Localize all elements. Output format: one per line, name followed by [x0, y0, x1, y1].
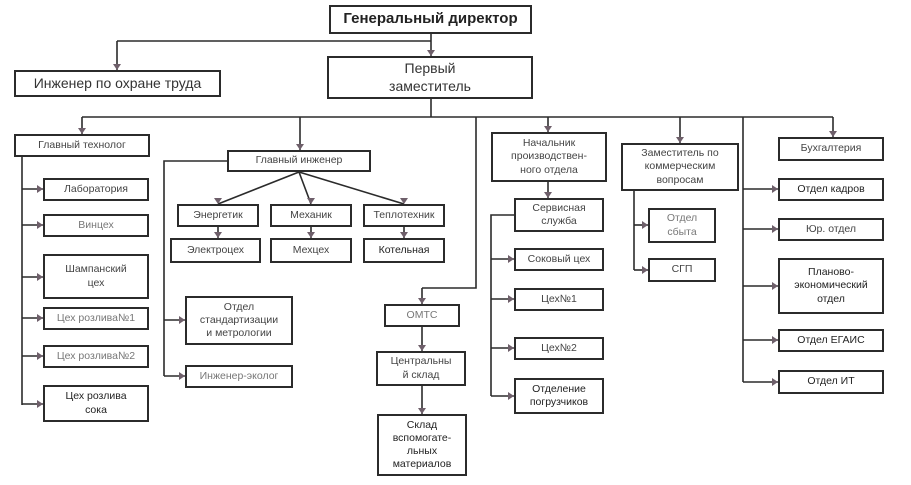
arrow-head-icon [676, 137, 684, 143]
org-box-sgp[interactable]: СГП [648, 258, 716, 282]
org-box-gl-tech[interactable]: Главный технолог [14, 134, 150, 157]
arrow-head-icon [214, 232, 222, 238]
org-box-standart[interactable]: Отдел стандартизации и метрологии [185, 296, 293, 345]
org-box-first-deputy[interactable]: Первый заместитель [327, 56, 533, 99]
connector-line [163, 160, 227, 376]
org-box-ceh1[interactable]: Цех№1 [514, 288, 604, 311]
arrow-head-icon [37, 273, 43, 281]
arrow-head-icon [400, 232, 408, 238]
arrow-head-icon [508, 255, 514, 263]
arrow-head-icon [642, 266, 648, 274]
org-box-vinceh[interactable]: Винцех [43, 214, 149, 237]
arrow-head-icon [642, 221, 648, 229]
org-box-sbyt[interactable]: Отдел сбыта [648, 208, 716, 243]
connector-line [422, 117, 477, 289]
connector-line [217, 171, 300, 205]
org-box-omts[interactable]: ОМТС [384, 304, 460, 327]
arrow-head-icon [544, 192, 552, 198]
org-box-gendir[interactable]: Генеральный директор [329, 5, 532, 34]
org-box-kadry[interactable]: Отдел кадров [778, 178, 884, 201]
arrow-head-icon [427, 50, 435, 56]
arrow-head-icon [296, 144, 304, 150]
arrow-head-icon [544, 126, 552, 132]
arrow-head-icon [772, 282, 778, 290]
org-box-sklad-vsp[interactable]: Склад вспомогате- льных материалов [377, 414, 467, 476]
org-box-elektro[interactable]: Электроцех [170, 238, 261, 263]
org-box-it[interactable]: Отдел ИТ [778, 370, 884, 394]
org-box-kotel[interactable]: Котельная [363, 238, 445, 263]
arrow-head-icon [37, 185, 43, 193]
arrow-head-icon [418, 408, 426, 414]
org-box-buh[interactable]: Бухгалтерия [778, 137, 884, 161]
org-box-central-sklad[interactable]: Центральны й склад [376, 351, 466, 386]
arrow-head-icon [508, 392, 514, 400]
arrow-head-icon [508, 295, 514, 303]
arrow-head-icon [78, 128, 86, 134]
org-box-pogruz[interactable]: Отделение погрузчиков [514, 378, 604, 414]
arrow-head-icon [418, 345, 426, 351]
arrow-head-icon [37, 314, 43, 322]
org-box-servis[interactable]: Сервисная служба [514, 198, 604, 232]
arrow-head-icon [829, 131, 837, 137]
arrow-head-icon [179, 316, 185, 324]
arrow-head-icon [418, 298, 426, 304]
arrow-head-icon [37, 352, 43, 360]
arrow-head-icon [113, 64, 121, 70]
org-box-zam-kom[interactable]: Заместитель по коммерческим вопросам [621, 143, 739, 191]
arrow-head-icon [508, 344, 514, 352]
org-box-nach-proizv[interactable]: Начальник производствен- ного отдела [491, 132, 607, 182]
org-box-plan[interactable]: Планово- экономический отдел [778, 258, 884, 314]
org-box-shamp[interactable]: Шампанский цех [43, 254, 149, 299]
org-box-rozliv1[interactable]: Цех розлива№1 [43, 307, 149, 330]
org-box-gl-ing[interactable]: Главный инженер [227, 150, 371, 172]
arrow-head-icon [307, 198, 315, 204]
org-box-ohrana[interactable]: Инженер по охране труда [14, 70, 221, 97]
arrow-head-icon [214, 198, 222, 204]
arrow-head-icon [37, 221, 43, 229]
org-box-teplo[interactable]: Теплотехник [363, 204, 445, 227]
arrow-head-icon [772, 336, 778, 344]
org-box-mehanik[interactable]: Механик [270, 204, 352, 227]
arrow-head-icon [400, 198, 408, 204]
org-box-rozliv2[interactable]: Цех розлива№2 [43, 345, 149, 368]
org-box-ceh2[interactable]: Цех№2 [514, 337, 604, 360]
connector-line [298, 171, 405, 205]
org-box-energ[interactable]: Энергетик [177, 204, 259, 227]
arrow-head-icon [772, 225, 778, 233]
org-box-mehceh[interactable]: Мехцех [270, 238, 352, 263]
arrow-head-icon [307, 232, 315, 238]
arrow-head-icon [179, 372, 185, 380]
org-box-ekolog[interactable]: Инженер-эколог [185, 365, 293, 388]
connector-line [490, 214, 514, 396]
arrow-head-icon [772, 378, 778, 386]
org-box-sokoviy[interactable]: Соковый цех [514, 248, 604, 271]
org-box-yur[interactable]: Юр. отдел [778, 218, 884, 241]
org-box-rozliv-sok[interactable]: Цех розлива сока [43, 385, 149, 422]
arrow-head-icon [37, 400, 43, 408]
arrow-head-icon [772, 185, 778, 193]
org-box-egais[interactable]: Отдел ЕГАИС [778, 329, 884, 352]
org-box-lab[interactable]: Лаборатория [43, 178, 149, 201]
